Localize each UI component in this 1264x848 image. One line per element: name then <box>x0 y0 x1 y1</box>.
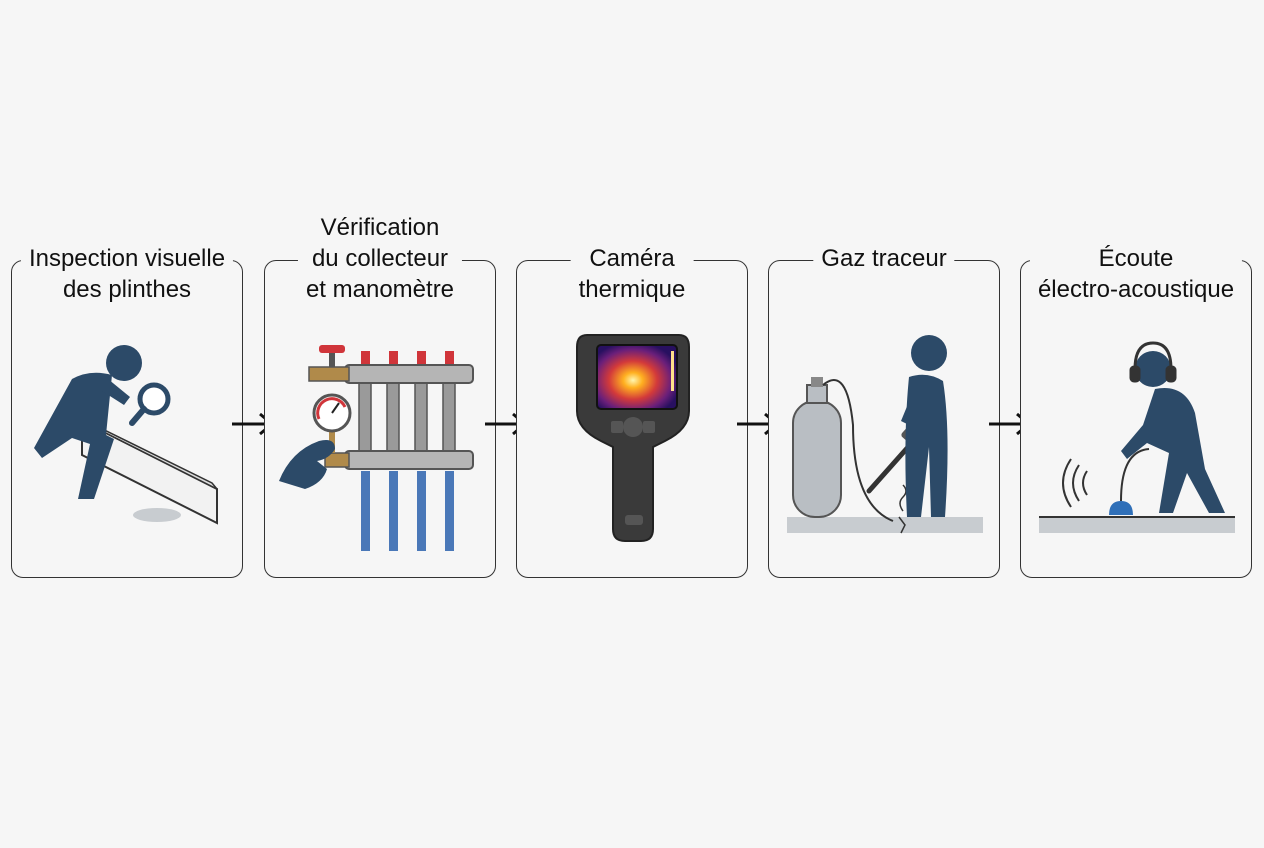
water-puddle <box>133 508 181 522</box>
step-card-visual-inspection: Inspection visuelle des plinthes <box>11 243 243 578</box>
person-listening-icon <box>1121 351 1225 513</box>
step-title-4: Gaz traceur <box>813 243 955 274</box>
floor-crack <box>898 516 906 534</box>
step-5-line-2: électro-acoustique <box>1037 276 1235 303</box>
step-4-line-1: Gaz traceur <box>821 245 947 272</box>
step-1-line-1: Inspection visuelle <box>28 245 226 272</box>
thermal-camera-icon <box>576 334 690 542</box>
step-2-line-1: Vérification <box>320 214 440 241</box>
acoustic-listening-illustration <box>1039 341 1235 533</box>
step-card-acoustic-listening: Écoute électro-acoustique <box>1020 243 1252 578</box>
floor <box>787 517 983 533</box>
step-title-3: Caméra thermique <box>570 243 694 305</box>
person-inspecting-icon <box>34 345 142 499</box>
gloved-hand-icon <box>279 440 335 489</box>
visual-inspection-illustration <box>34 345 218 525</box>
sound-waves-icon <box>1062 458 1088 508</box>
acoustic-sensor-icon <box>1109 448 1150 515</box>
red-caps <box>361 351 454 365</box>
headphones-icon <box>1129 341 1177 383</box>
manifold-illustration <box>279 345 474 551</box>
step-3-line-1: Caméra <box>589 245 675 272</box>
vertical-pipes <box>358 370 456 462</box>
step-title-1: Inspection visuelle des plinthes <box>20 243 234 305</box>
step-title-5: Écoute électro-acoustique <box>1029 243 1243 305</box>
step-5-line-1: Écoute <box>1098 245 1174 272</box>
step-2-line-3: et manomètre <box>305 276 455 303</box>
step-1-line-2: des plinthes <box>62 276 192 303</box>
gas-hose <box>822 379 894 522</box>
magnifier-icon <box>129 382 171 426</box>
blue-pipes <box>361 471 454 551</box>
manifold-icon <box>308 345 474 551</box>
tracer-gas-illustration <box>787 335 983 534</box>
step-title-2: Vérification du collecteur et manomètre <box>297 212 463 305</box>
floor <box>1039 517 1235 533</box>
step-2-line-2: du collecteur <box>311 245 449 272</box>
step-card-thermal-camera: Caméra thermique <box>516 243 748 578</box>
gas-cylinder-icon <box>792 377 842 518</box>
thermal-camera-illustration <box>576 334 690 542</box>
person-probing-icon <box>901 335 948 517</box>
step-card-manifold-check: Vérification du collecteur et manomètre <box>264 212 496 578</box>
step-3-line-2: thermique <box>578 276 686 303</box>
step-card-tracer-gas: Gaz traceur <box>768 243 1000 578</box>
